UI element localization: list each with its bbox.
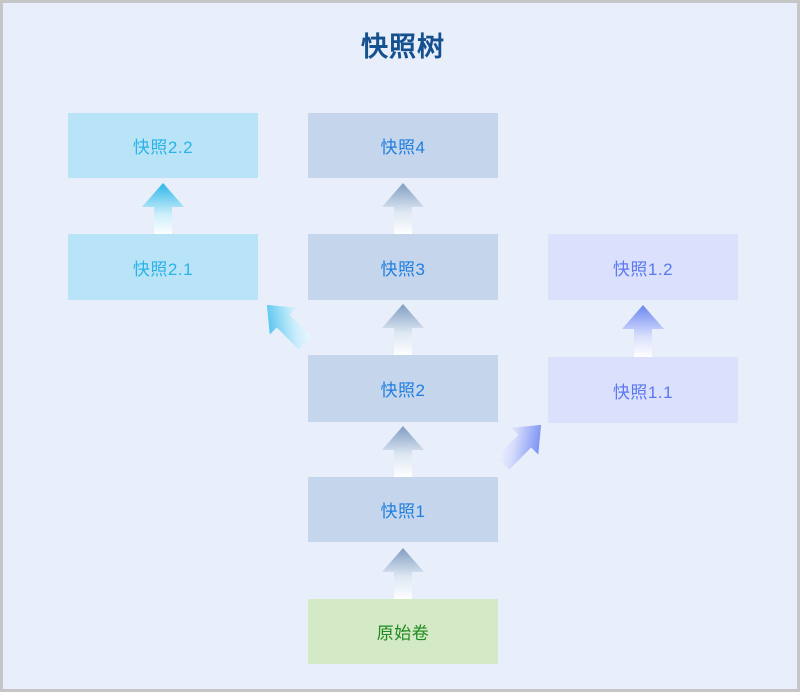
arrow-snapshot2-to-snapshot21 xyxy=(255,293,317,355)
arrow-snapshot3-to-snapshot4 xyxy=(379,183,427,235)
node-snapshot-1-2[interactable]: 快照1.2 xyxy=(548,234,738,300)
arrow-origin-to-snapshot1 xyxy=(379,548,427,600)
node-label: 快照2.2 xyxy=(132,138,194,157)
node-snapshot-4[interactable]: 快照4 xyxy=(308,113,498,178)
page-title: 快照树 xyxy=(361,32,445,62)
node-label: 快照3 xyxy=(380,259,426,279)
arrow-snapshot21-to-snapshot22 xyxy=(139,183,187,235)
node-snapshot-2-1[interactable]: 快照2.1 xyxy=(68,234,258,300)
node-snapshot-1[interactable]: 快照1 xyxy=(308,477,498,542)
node-label: 快照1 xyxy=(380,502,426,521)
node-snapshot-2[interactable]: 快照2 xyxy=(308,355,498,422)
node-label: 原始卷 xyxy=(376,624,430,643)
node-label: 快照1.1 xyxy=(612,382,674,402)
node-label: 快照1.2 xyxy=(612,259,674,279)
node-label: 快照2.1 xyxy=(132,259,194,279)
node-snapshot-3[interactable]: 快照3 xyxy=(308,234,498,300)
arrow-snapshot2-to-snapshot3 xyxy=(379,304,427,356)
node-snapshot-1-1[interactable]: 快照1.1 xyxy=(548,357,738,423)
node-snapshot-2-2[interactable]: 快照2.2 xyxy=(68,113,258,178)
arrow-snapshot1-to-snapshot11 xyxy=(491,413,553,475)
node-label: 快照2 xyxy=(380,381,426,400)
node-origin-volume[interactable]: 原始卷 xyxy=(308,599,498,664)
arrow-snapshot11-to-snapshot12 xyxy=(619,305,667,357)
arrow-snapshot1-to-snapshot2 xyxy=(379,426,427,478)
node-label: 快照4 xyxy=(380,138,426,157)
